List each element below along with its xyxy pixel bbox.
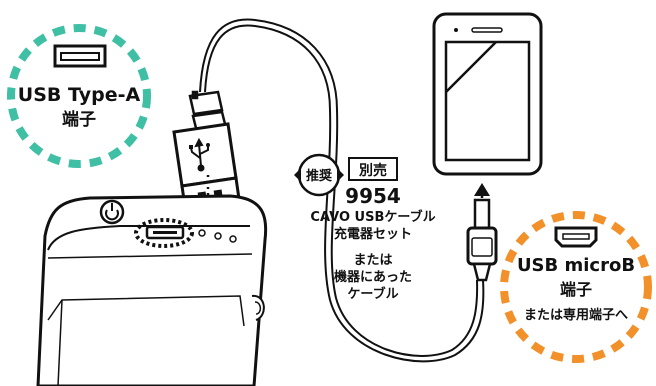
product-code: 9954 xyxy=(345,184,401,208)
callout-right-line3: または専用端子へ xyxy=(524,307,628,323)
alt-line1: または xyxy=(353,253,392,268)
callout-right-line2: 端子 xyxy=(560,280,592,299)
led-indicators xyxy=(198,229,237,243)
sold-separately-tag xyxy=(348,157,398,181)
sold-separately-text: 別売 xyxy=(358,162,387,179)
power-icon xyxy=(99,199,125,225)
micro-usb-port-icon xyxy=(554,226,598,248)
recommended-product-label: 推奨 別売 9954 CAVO USBケーブル 充電器セット または 機器にあっ… xyxy=(294,153,436,302)
insert-arrow-right xyxy=(474,183,490,228)
alt-line2: 機器にあった xyxy=(334,269,412,285)
callout-ring-right xyxy=(500,211,652,363)
callout-ring-left xyxy=(7,24,151,168)
callout-usb-microb: USB microB 端子 または専用端子へ xyxy=(500,211,652,363)
plug-body xyxy=(172,122,238,188)
usb-symbol-icon xyxy=(189,137,210,172)
product-line1: CAVO USBケーブル xyxy=(310,209,435,225)
usb-type-a-port-icon xyxy=(53,44,107,68)
micro-b-plug xyxy=(466,198,498,282)
cable xyxy=(199,18,485,363)
phone-screen xyxy=(444,40,531,162)
smartphone xyxy=(432,12,543,176)
callout-left-line2: 端子 xyxy=(62,109,96,130)
alt-line3: ケーブル xyxy=(347,286,398,302)
callout-usb-type-a: USB Type-A 端子 xyxy=(7,24,151,168)
power-bank-body xyxy=(36,194,268,386)
power-bank xyxy=(36,194,268,386)
callout-left-line1: USB Type-A xyxy=(18,84,141,106)
recommend-badge-text: 推奨 xyxy=(306,168,333,184)
recommend-badge: 推奨 xyxy=(294,153,344,197)
port-highlight xyxy=(134,218,194,248)
product-line2: 充電器セット xyxy=(334,226,412,242)
callout-right-line1: USB microB xyxy=(517,255,635,276)
